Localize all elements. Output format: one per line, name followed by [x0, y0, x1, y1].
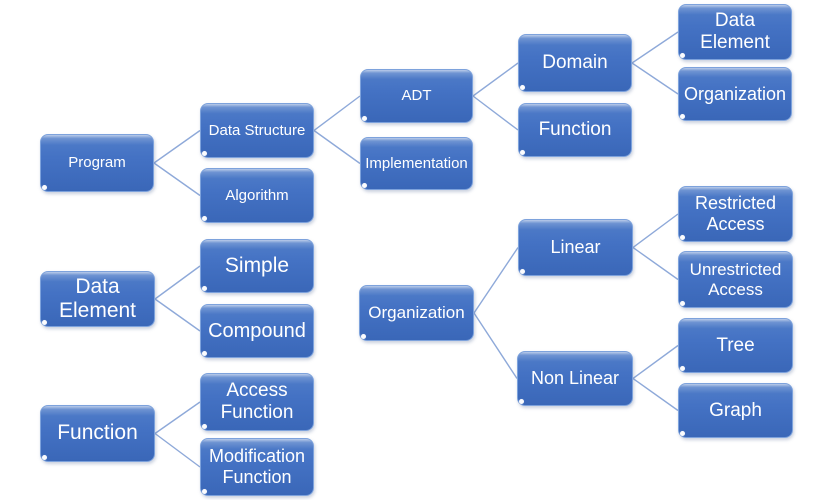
node-organization-label: Organization — [368, 303, 465, 323]
node-linear: Linear — [518, 219, 633, 276]
connector-data_structure-implementation — [313, 129, 361, 165]
node-data-element-top-label: Data Element — [700, 10, 770, 53]
node-non-linear-label: Non Linear — [530, 368, 620, 389]
connector-function-modification_function — [154, 432, 201, 468]
node-compound: Compound — [200, 304, 314, 358]
node-tree-label: Tree — [716, 334, 755, 356]
node-unrestricted-access-label: Unrestricted Access — [689, 259, 782, 299]
node-algorithm: Algorithm — [200, 168, 314, 223]
connector-program-data_structure — [153, 129, 201, 164]
connector-linear-unrestricted_access — [632, 246, 679, 281]
node-implementation: Implementation — [360, 137, 473, 190]
node-access-function-label: Access Function — [220, 380, 294, 423]
node-access-function: Access Function — [200, 373, 314, 431]
connector-data_structure-adt — [313, 95, 361, 132]
node-modification-function-label: Modification Function — [208, 446, 306, 487]
node-graph-label: Graph — [709, 399, 762, 421]
connector-organization-linear — [473, 247, 519, 314]
node-function-label: Function — [57, 421, 138, 445]
node-non-linear: Non Linear — [517, 351, 633, 406]
node-data-structure: Data Structure — [200, 103, 314, 158]
node-adt: ADT — [360, 69, 473, 123]
node-data-element-label: Data Element — [58, 274, 137, 322]
connector-domain-organization_top — [631, 62, 679, 95]
node-organization-top-label: Organization — [683, 83, 787, 104]
connector-non_linear-tree — [632, 344, 679, 380]
node-compound-label: Compound — [208, 319, 306, 342]
node-unrestricted-access: Unrestricted Access — [678, 251, 793, 308]
node-program: Program — [40, 134, 154, 192]
node-modification-function: Modification Function — [200, 438, 314, 496]
connector-non_linear-graph — [632, 377, 679, 412]
node-data-element-top: Data Element — [678, 4, 792, 60]
node-adt-label: ADT — [401, 87, 432, 105]
connector-program-algorithm — [153, 162, 201, 197]
node-simple-label: Simple — [224, 253, 290, 277]
node-program-label: Program — [68, 154, 126, 172]
connector-organization-non_linear — [473, 312, 518, 379]
node-organization-top: Organization — [678, 67, 792, 121]
connector-data_element-simple — [154, 265, 201, 300]
node-organization: Organization — [359, 285, 474, 341]
connector-adt-function_adt — [472, 95, 519, 131]
connector-adt-domain — [472, 62, 519, 97]
node-restricted-access: Restricted Access — [678, 186, 793, 242]
connector-function-access_function — [154, 401, 201, 435]
node-linear-label: Linear — [550, 237, 601, 258]
node-simple: Simple — [200, 239, 314, 293]
node-domain: Domain — [518, 34, 632, 92]
node-function: Function — [40, 405, 155, 462]
node-domain-label: Domain — [542, 52, 608, 74]
connector-linear-restricted_access — [632, 213, 679, 249]
node-graph: Graph — [678, 383, 793, 438]
node-implementation-label: Implementation — [365, 154, 468, 172]
node-restricted-access-label: Restricted Access — [694, 193, 777, 234]
node-function-adt-label: Function — [538, 119, 612, 141]
node-data-structure-label: Data Structure — [208, 121, 306, 139]
node-function-adt: Function — [518, 103, 632, 157]
node-algorithm-label: Algorithm — [225, 186, 289, 204]
node-tree: Tree — [678, 318, 793, 373]
connector-domain-data_element_top — [631, 31, 679, 64]
node-data-element: Data Element — [40, 271, 155, 327]
connector-data_element-compound — [154, 298, 201, 332]
